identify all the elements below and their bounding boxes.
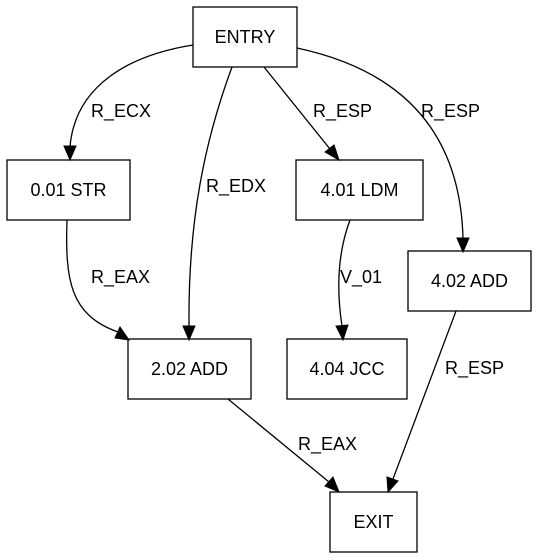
edge-4-02-add-to-exit: R_ESP bbox=[386, 310, 504, 494]
edge-label-v-01: V_01 bbox=[340, 267, 382, 288]
node-label-4-01-ldm: 4.01 LDM bbox=[320, 180, 398, 200]
edge-label-r-eax-exit: R_EAX bbox=[298, 434, 357, 455]
node-0-01-str: 0.01 STR bbox=[6, 159, 131, 221]
edge-label-r-edx: R_EDX bbox=[206, 176, 266, 197]
node-entry: ENTRY bbox=[192, 6, 298, 68]
edge-entry-to-4-01-ldm: R_ESP bbox=[263, 66, 372, 162]
edge-entry-to-0-01-str: R_ECX bbox=[63, 44, 194, 162]
node-4-04-jcc: 4.04 JCC bbox=[286, 338, 408, 400]
edge-label-r-esp-exit: R_ESP bbox=[445, 358, 504, 379]
node-4-01-ldm: 4.01 LDM bbox=[295, 159, 424, 221]
node-exit: EXIT bbox=[329, 491, 418, 553]
edge-label-r-esp-ldm: R_ESP bbox=[313, 101, 372, 122]
node-label-4-04-jcc: 4.04 JCC bbox=[309, 359, 384, 379]
node-label-2-02-add: 2.02 ADD bbox=[151, 359, 228, 379]
edge-2-02-add-to-exit: R_EAX bbox=[227, 398, 357, 493]
edge-label-r-esp-add: R_ESP bbox=[421, 101, 480, 122]
edge-label-r-ecx: R_ECX bbox=[91, 101, 151, 122]
node-label-exit: EXIT bbox=[353, 512, 393, 532]
edge-entry-to-4-02-add: R_ESP bbox=[296, 47, 480, 254]
edge-entry-to-2-02-add: R_EDX bbox=[182, 66, 266, 342]
node-2-02-add: 2.02 ADD bbox=[127, 338, 252, 400]
edge-4-01-ldm-to-4-04-jcc: V_01 bbox=[335, 219, 382, 342]
node-label-entry: ENTRY bbox=[215, 27, 276, 47]
node-label-0-01-str: 0.01 STR bbox=[30, 180, 106, 200]
node-label-4-02-add: 4.02 ADD bbox=[431, 271, 508, 291]
edge-label-r-eax-str: R_EAX bbox=[91, 267, 150, 288]
node-4-02-add: 4.02 ADD bbox=[407, 250, 532, 312]
edge-0-01-str-to-2-02-add: R_EAX bbox=[66, 219, 150, 341]
